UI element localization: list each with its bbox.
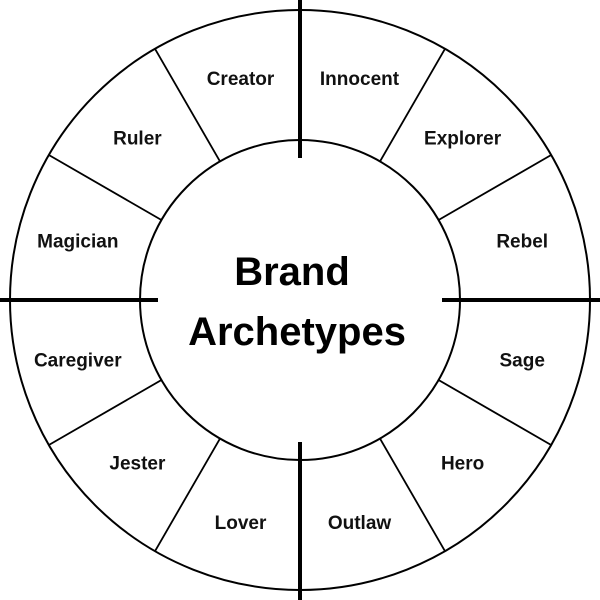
- segment-divider: [379, 438, 446, 552]
- segment-label-creator: Creator: [207, 69, 275, 90]
- segment-label-lover: Lover: [215, 513, 267, 534]
- center-title-line-1: Brand: [234, 250, 350, 294]
- segment-dividers: [48, 48, 552, 552]
- segment-divider: [48, 379, 162, 446]
- segment-label-explorer: Explorer: [424, 128, 502, 149]
- segment-divider: [48, 154, 162, 221]
- inner-ring: [139, 139, 461, 461]
- segment-label-jester: Jester: [109, 454, 166, 475]
- segment-label-magician: Magician: [37, 232, 118, 253]
- segment-label-outlaw: Outlaw: [328, 513, 392, 534]
- segment-divider: [438, 379, 552, 446]
- segment-divider: [154, 48, 221, 162]
- center-title-line-2: Archetypes: [188, 310, 406, 354]
- segment-label-sage: Sage: [499, 351, 544, 372]
- segment-label-hero: Hero: [441, 454, 484, 475]
- segment-label-ruler: Ruler: [113, 128, 162, 149]
- segment-label-caregiver: Caregiver: [34, 351, 122, 372]
- segment-label-rebel: Rebel: [496, 232, 548, 253]
- segment-divider: [154, 438, 221, 552]
- segment-divider: [379, 48, 446, 162]
- segment-divider: [438, 154, 552, 221]
- segment-label-innocent: Innocent: [320, 69, 400, 90]
